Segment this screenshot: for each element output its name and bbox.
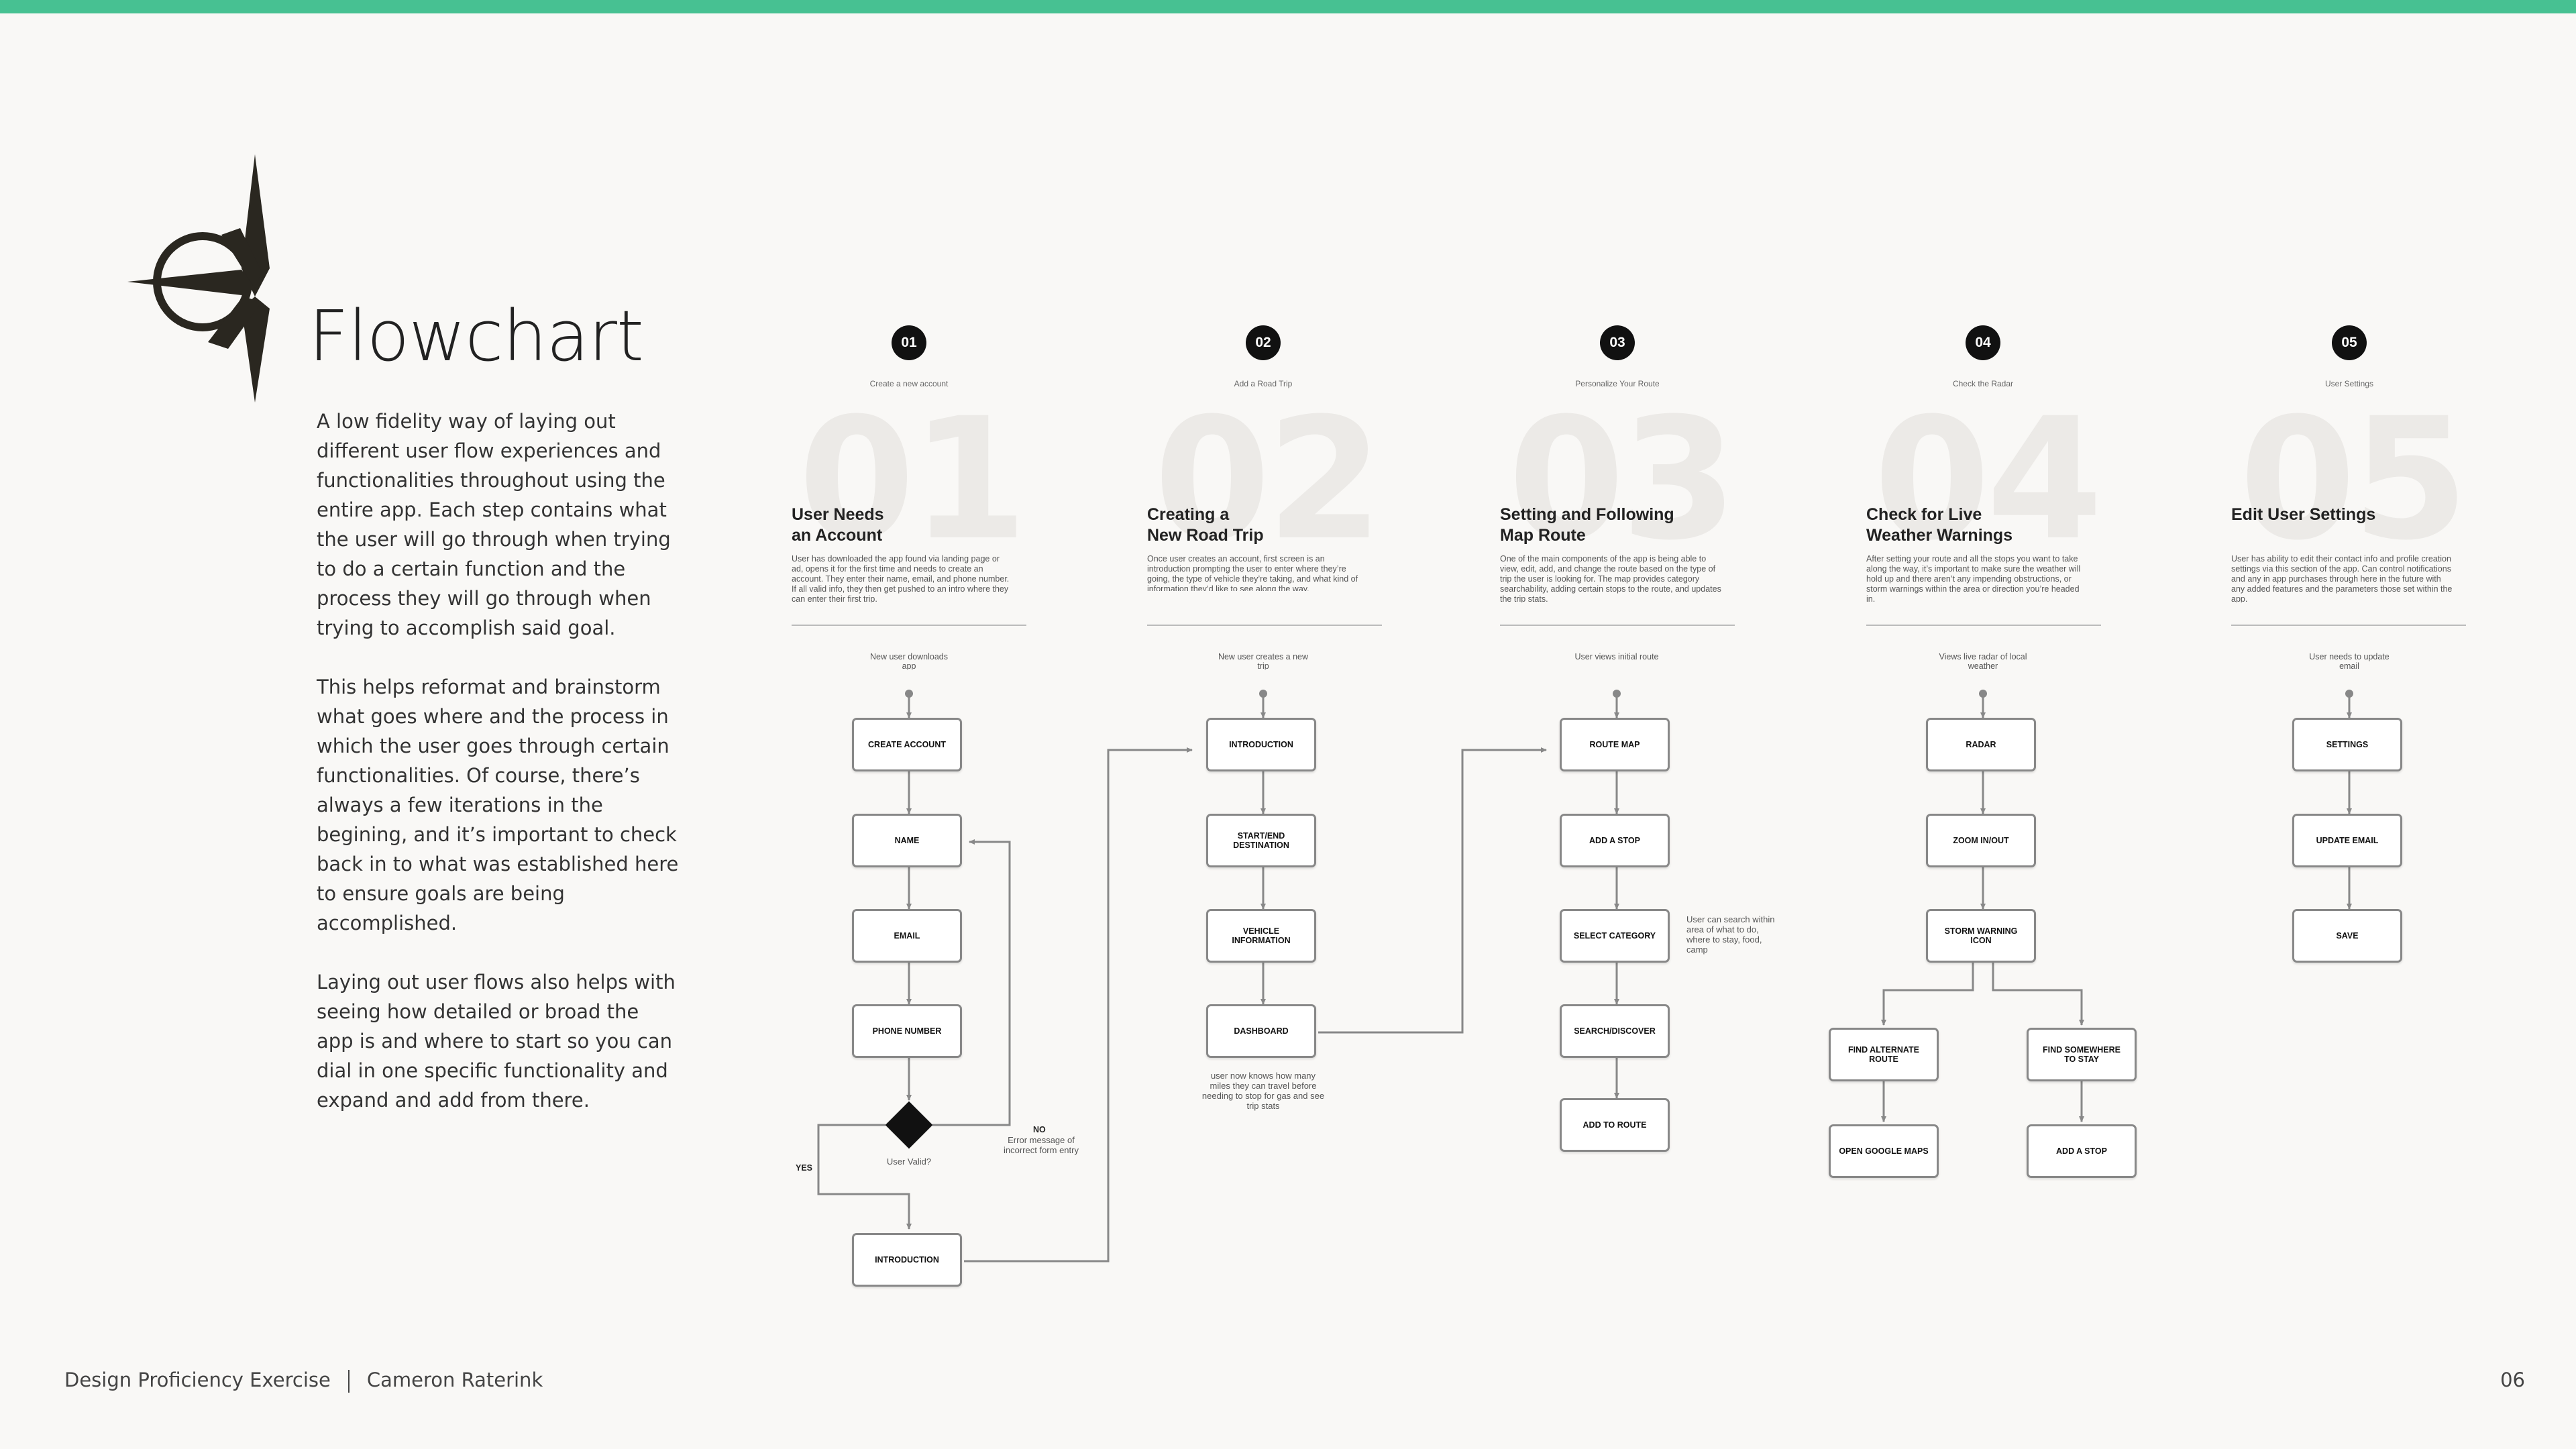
step-3-number: 03 (1600, 325, 1635, 360)
node-find-somewhere-to-stay: FIND SOMEWHERE TO STAY (2027, 1028, 2137, 1081)
footer-separator (347, 1370, 350, 1393)
step-4-text: After setting your route and all the sto… (1866, 554, 2081, 602)
step-3-entry: User views initial route (1574, 652, 1659, 661)
step-4-subtitle: Check the Radar (1952, 379, 2014, 388)
step-5-entry: User needs to update email (2309, 652, 2390, 669)
step-3-title-line-1: Setting and Following (1500, 505, 1674, 524)
step-1-entry: New user downloads app (869, 652, 949, 669)
step-2-divider (1147, 625, 1382, 626)
step-3-text: One of the main components of the app is… (1500, 554, 1721, 602)
node-introduction-1: INTRODUCTION (852, 1233, 962, 1287)
step-5-number: 05 (2332, 325, 2367, 360)
step-5-text: User has ability to edit their contact i… (2231, 554, 2453, 602)
description: A low fidelity way of laying out differe… (317, 407, 679, 1144)
step-2-subtitle: Add a Road Trip (1234, 379, 1293, 388)
node-create-account: CREATE ACCOUNT (852, 718, 962, 771)
no-label: NO (1033, 1125, 1046, 1134)
description-paragraph-1: A low fidelity way of laying out differe… (317, 410, 671, 639)
user-valid-label: User Valid? (886, 1157, 932, 1167)
node-select-category: SELECT CATEGORY (1560, 909, 1670, 963)
step-1-number: 01 (892, 325, 926, 360)
node-dashboard: DASHBOARD (1206, 1004, 1316, 1058)
node-add-a-stop: ADD A STOP (1560, 814, 1670, 867)
step-4-title-line-1: Check for Live (1866, 505, 1982, 524)
footer: Design Proficiency Exercise Cameron Rater… (64, 1368, 543, 1393)
node-settings: SETTINGS (2292, 718, 2402, 771)
description-paragraph-2: This helps reformat and brainstorm what … (317, 676, 679, 934)
step-4-title: Check for Live Weather Warnings (1866, 504, 2012, 546)
step-5-title-line-2: Edit User Settings (2231, 505, 2376, 524)
step-3-title-line-2: Map Route (1500, 526, 1586, 545)
node-radar: RADAR (1926, 718, 2036, 771)
step-3-subtitle: Personalize Your Route (1575, 379, 1660, 388)
node-vehicle-information: VEHICLE INFORMATION (1206, 909, 1316, 963)
step-2-title: Creating a New Road Trip (1147, 504, 1264, 546)
step-1-divider (792, 625, 1026, 626)
node-zoom-in-out: ZOOM IN/OUT (1926, 814, 2036, 867)
category-note: User can search within area of what to d… (1686, 914, 1775, 955)
step-2-entry: New user creates a new trip (1218, 652, 1309, 669)
step-4-entry: Views live radar of local weather (1939, 652, 2027, 669)
node-open-google-maps: OPEN GOOGLE MAPS (1829, 1124, 1939, 1178)
step-5-divider (2231, 625, 2466, 626)
step-4-divider (1866, 625, 2101, 626)
node-route-map: ROUTE MAP (1560, 718, 1670, 771)
footer-project: Design Proficiency Exercise (64, 1368, 331, 1391)
step-4-number: 04 (1966, 325, 2000, 360)
node-phone-number: PHONE NUMBER (852, 1004, 962, 1058)
step-3-watermark: 03 (1508, 382, 1737, 577)
step-4-title-line-2: Weather Warnings (1866, 526, 2013, 545)
step-2-watermark: 02 (1154, 382, 1383, 577)
node-start-end-destination: START/END DESTINATION (1206, 814, 1316, 867)
step-2-title-line-2: New Road Trip (1147, 526, 1264, 545)
step-5-watermark: 05 (2239, 382, 2469, 577)
page-title: Flowchart (309, 295, 644, 377)
step-1-text: User has downloaded the app found via la… (792, 554, 1010, 602)
step-2-text: Once user creates an account, first scre… (1147, 554, 1358, 591)
page-number: 06 (2500, 1368, 2525, 1391)
top-accent-bar (0, 0, 2576, 13)
step-3-divider (1500, 625, 1735, 626)
description-paragraph-3: Laying out user flows also helps with se… (317, 971, 676, 1112)
node-search-discover: SEARCH/DISCOVER (1560, 1004, 1670, 1058)
node-storm-warning-icon: STORM WARNING ICON (1926, 909, 2036, 963)
compass-star-icon (127, 154, 270, 402)
node-name: NAME (852, 814, 962, 867)
step-1-title-line-2: an Account (792, 526, 883, 545)
step-3-title: Setting and Following Map Route (1500, 504, 1674, 546)
step-5-subtitle: User Settings (2324, 379, 2374, 388)
node-update-email: UPDATE EMAIL (2292, 814, 2402, 867)
step-1-subtitle: Create a new account (869, 379, 949, 388)
step-4-watermark: 04 (1874, 382, 2103, 577)
node-add-a-stop-2: ADD A STOP (2027, 1124, 2137, 1178)
step-1-title-line-1: User Needs (792, 505, 884, 524)
node-find-alternate-route: FIND ALTERNATE ROUTE (1829, 1028, 1939, 1081)
node-introduction-2: INTRODUCTION (1206, 718, 1316, 771)
step-2-title-line-1: Creating a (1147, 505, 1230, 524)
step-1-watermark: 01 (798, 382, 1028, 577)
error-note: Error message of incorrect form entry (1004, 1135, 1079, 1155)
dashboard-note: user now knows how many miles they can t… (1201, 1071, 1325, 1111)
node-add-to-route: ADD TO ROUTE (1560, 1098, 1670, 1152)
node-email: EMAIL (852, 909, 962, 963)
yes-label: YES (796, 1163, 813, 1173)
footer-author: Cameron Raterink (366, 1368, 543, 1391)
step-2-number: 02 (1246, 325, 1281, 360)
step-1-title: User Needs an Account (792, 504, 884, 546)
node-save: SAVE (2292, 909, 2402, 963)
step-5-title: Edit User Settings (2231, 504, 2375, 525)
